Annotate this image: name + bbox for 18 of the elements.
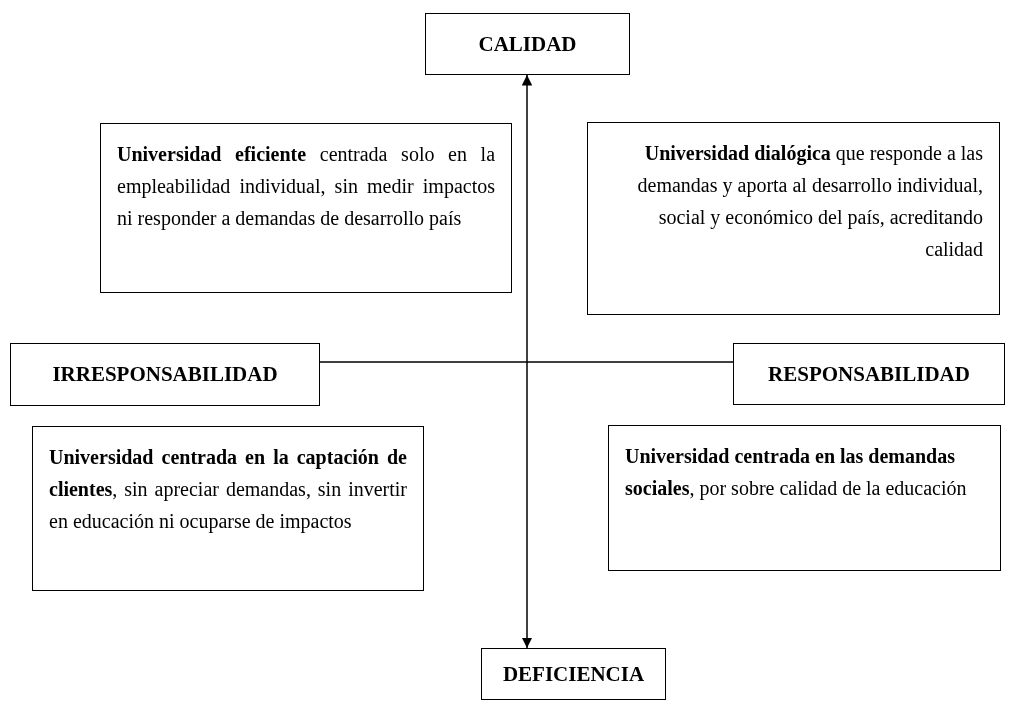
axis-label-box [425,13,630,75]
axis-label: DEFICIENCIA [502,661,645,687]
axis-label-box [733,343,1005,405]
quadrant-box [32,426,424,591]
axis-label: RESPONSABILIDAD [768,361,970,387]
description-text: Universidad eficiente centrada solo en la empleabilidad individual, sin medir impactos ni responder a demandas de desarrollo país [117,142,495,232]
description-text: Universidad centrada en la captación de clientes, sin apreciar demandas, sin invertir en educación ni ocuparse de impactos [49,445,407,535]
description-text: Universidad dialógica que responde a las demandas y aporta al desarrollo individual, social y económico del país, acreditando calidad [636,141,983,262]
axis-label-box [481,648,666,700]
axis-label-box [10,343,320,406]
axis-label: CALIDAD [478,31,577,57]
axis-line [319,361,734,363]
quadrant-box [608,425,1001,571]
axis-label: IRRESPONSABILIDAD [52,362,278,387]
quadrant-box [100,123,512,293]
double-arrow [521,74,533,649]
quadrant-box [587,122,1000,315]
description-text: Universidad centrada en las demandas sociales, por sobre calidad de la educación [625,444,968,502]
